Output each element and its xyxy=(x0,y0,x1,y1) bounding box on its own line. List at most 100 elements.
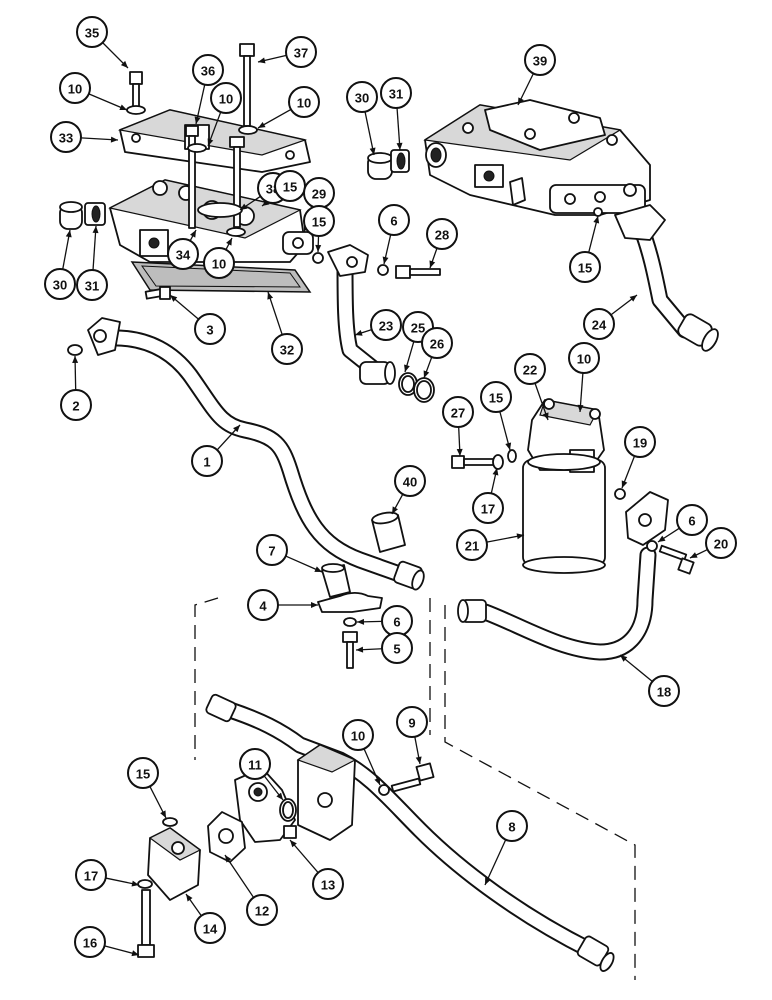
callout-circle xyxy=(203,247,235,279)
callout-number: 31 xyxy=(85,279,99,294)
callout-circle xyxy=(303,205,335,237)
callout-number: 12 xyxy=(255,904,269,919)
callout-number: 32 xyxy=(280,343,294,358)
callout-number: 1 xyxy=(203,455,210,470)
leader-arrowhead-c39 xyxy=(518,97,524,105)
leader-arrowhead-c9 xyxy=(415,756,422,764)
plug-30-31-left xyxy=(59,201,106,230)
leader-arrowhead-c17b xyxy=(131,880,139,887)
callout-c10b: 10 xyxy=(210,82,242,114)
callout-c6c: 6 xyxy=(381,605,413,637)
leader-arrowhead-c6c xyxy=(357,618,365,625)
leader-arrowhead-c27 xyxy=(456,448,463,456)
callout-c9: 9 xyxy=(396,706,428,738)
leader-arrowhead-c17a xyxy=(492,468,499,476)
pipe-24 xyxy=(614,204,719,352)
leader-arrowhead-c10e xyxy=(577,404,584,412)
callout-number: 10 xyxy=(297,96,311,111)
callout-circle xyxy=(76,16,108,48)
valve-assembly-39 xyxy=(423,99,651,216)
leader-arrowhead-c13 xyxy=(290,840,297,848)
callout-number: 2 xyxy=(72,399,79,414)
callout-number: 36 xyxy=(201,64,215,79)
callout-number: 15 xyxy=(136,767,150,782)
callout-c15c: 15 xyxy=(569,251,601,283)
callout-c31a: 31 xyxy=(380,77,412,109)
leader-arrowhead-c8 xyxy=(485,877,491,885)
callout-c10d: 10 xyxy=(203,247,235,279)
cover-plate-33 xyxy=(117,109,311,173)
leader-arrowhead-c40 xyxy=(392,506,398,514)
callout-c18: 18 xyxy=(648,675,680,707)
flange-fitting-pipe-1 xyxy=(67,286,171,356)
callout-number: 9 xyxy=(408,716,415,731)
dashed-assembly-outline xyxy=(194,597,636,980)
callout-circle xyxy=(514,353,546,385)
clamp-bracket-4-7 xyxy=(317,563,383,669)
callout-number: 29 xyxy=(312,187,326,202)
callout-c26: 26 xyxy=(421,327,453,359)
callout-circle xyxy=(192,54,224,86)
callout-c6b: 6 xyxy=(676,504,708,536)
callout-c13: 13 xyxy=(312,868,344,900)
leader-arrowhead-c33 xyxy=(110,136,118,143)
leader-arrowhead-c2 xyxy=(72,356,79,364)
callout-number: 24 xyxy=(592,318,607,333)
fitting-13 xyxy=(207,767,297,863)
callout-c4: 4 xyxy=(247,589,279,621)
callout-c14: 14 xyxy=(194,912,226,944)
callout-circle xyxy=(60,389,92,421)
leader-line-c13 xyxy=(289,839,319,874)
callout-c27: 27 xyxy=(442,396,474,428)
callout-number: 33 xyxy=(59,131,73,146)
callout-number: 35 xyxy=(85,26,99,41)
leader-arrowhead-c4 xyxy=(311,602,318,608)
callout-number: 14 xyxy=(203,922,218,937)
callout-circle xyxy=(247,589,279,621)
callout-number: 17 xyxy=(84,869,98,884)
plug-30-31-top xyxy=(367,149,410,180)
callout-circle xyxy=(210,82,242,114)
callout-number: 13 xyxy=(321,878,335,893)
callout-circle xyxy=(380,77,412,109)
leader-arrowhead-c6a xyxy=(382,256,389,264)
leader-arrowhead-c15c xyxy=(593,216,600,224)
callout-number: 10 xyxy=(219,92,233,107)
callout-c6a: 6 xyxy=(378,204,410,236)
leader-arrowhead-c15a xyxy=(262,199,270,206)
callout-circle xyxy=(76,269,108,301)
leader-arrowhead-c37 xyxy=(258,57,266,64)
callout-c31b: 31 xyxy=(76,269,108,301)
callout-circle xyxy=(370,309,402,341)
leader-arrowhead-c15b xyxy=(315,244,322,252)
callout-number: 11 xyxy=(248,758,262,773)
manifold-block-on-pipe-8 xyxy=(296,744,357,841)
callout-c17b: 17 xyxy=(75,859,107,891)
leader-arrowhead-c3 xyxy=(170,295,178,302)
bolt-27 xyxy=(451,449,517,470)
callout-circle xyxy=(456,529,488,561)
callout-c29: 29 xyxy=(303,177,335,209)
callout-c30b: 30 xyxy=(44,268,76,300)
callout-circle xyxy=(480,381,512,413)
leader-arrowhead-c10c xyxy=(258,121,266,128)
callout-number: 15 xyxy=(283,180,297,195)
callout-circle xyxy=(312,868,344,900)
callout-circle xyxy=(378,204,410,236)
callout-number: 37 xyxy=(294,46,308,61)
leader-line-c32 xyxy=(267,291,283,335)
callout-c23: 23 xyxy=(370,309,402,341)
callout-circle xyxy=(285,36,317,68)
callout-number: 34 xyxy=(176,248,191,263)
leader-arrowhead-c28 xyxy=(429,260,436,268)
callout-c2: 2 xyxy=(60,389,92,421)
callout-c10f: 10 xyxy=(342,719,374,751)
callout-c15d: 15 xyxy=(480,381,512,413)
callout-c22: 22 xyxy=(514,353,546,385)
callout-circle xyxy=(246,894,278,926)
callout-circle xyxy=(167,238,199,270)
leader-arrowhead-c30a xyxy=(369,147,376,155)
callout-c17a: 17 xyxy=(472,492,504,524)
callout-number: 6 xyxy=(390,214,397,229)
